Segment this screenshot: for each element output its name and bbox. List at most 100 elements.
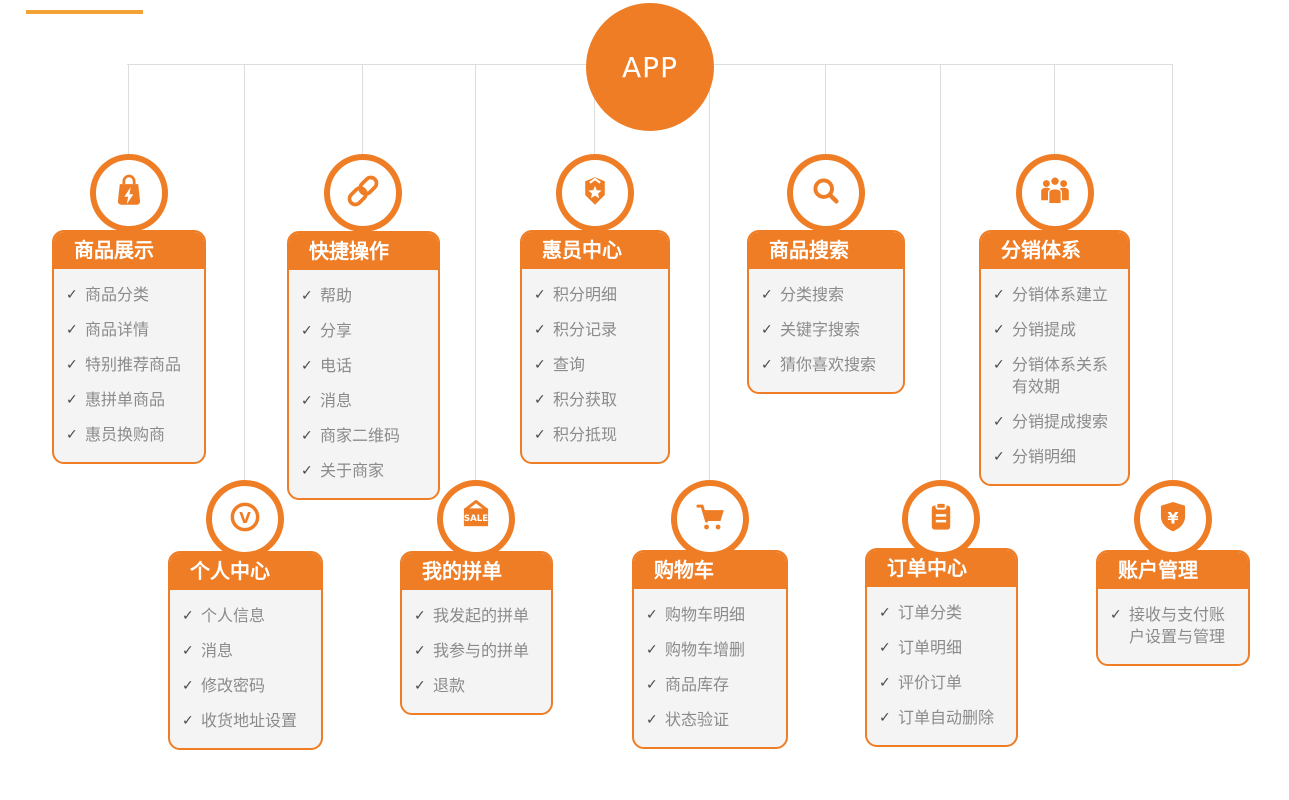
check-icon: ✓ xyxy=(879,674,891,691)
check-icon: ✓ xyxy=(301,287,313,304)
feature-item: ✓关键字搜索 xyxy=(761,312,893,347)
check-icon: ✓ xyxy=(761,356,773,373)
feature-item: ✓积分抵现 xyxy=(534,417,658,452)
feature-item: ✓退款 xyxy=(414,668,541,703)
feature-item: ✓ 分销明细 xyxy=(993,439,1118,474)
feature-item-label: 商家二维码 xyxy=(320,425,401,445)
connector-line-vertical xyxy=(475,64,476,480)
feature-item-label: 订单明细 xyxy=(898,637,963,657)
check-icon: ✓ xyxy=(646,676,658,693)
card-shopping-cart: 购物车✓购物车明细✓购物车增删✓商品库存✓状态验证 xyxy=(632,550,788,749)
feature-item: ✓个人信息 xyxy=(182,598,311,633)
feature-item: ✓ 商家二维码 xyxy=(301,418,428,453)
feature-item: ✓ 惠拼单商品 xyxy=(66,382,194,417)
root-node-label: APP xyxy=(622,50,678,84)
feature-item: ✓积分明细 xyxy=(534,277,658,312)
connector-line-vertical xyxy=(1172,64,1173,480)
feature-item-label: 分销提成搜索 xyxy=(1012,411,1109,431)
people-group-icon xyxy=(1032,168,1078,218)
feature-item-label: 关于商家 xyxy=(320,460,385,480)
icon-circle-product-search xyxy=(787,154,865,232)
feature-item: ✓积分获取 xyxy=(534,382,658,417)
feature-item: ✓电话 xyxy=(301,348,428,383)
feature-list: ✓订单分类✓订单明细✓评价订单✓订单自动删除 xyxy=(867,587,1016,745)
shopping-bag-icon xyxy=(106,168,152,218)
feature-item-label: 积分获取 xyxy=(553,389,618,409)
connector-line-vertical xyxy=(825,64,826,154)
feature-item-label: 帮助 xyxy=(320,285,353,305)
check-icon: ✓ xyxy=(761,286,773,303)
root-node-app: APP xyxy=(586,3,714,131)
connector-line-vertical xyxy=(244,64,245,480)
feature-item: ✓商品详情 xyxy=(66,312,194,347)
feature-item-label: 商品库存 xyxy=(665,674,730,694)
check-icon: ✓ xyxy=(66,391,78,408)
card-product-search: 商品搜索✓分类搜索✓关键字搜索✓猜你喜欢搜索 xyxy=(747,230,905,394)
feature-list: ✓商品分类✓商品详情✓特别推荐商品✓惠拼单商品✓惠员换购商 xyxy=(54,269,204,462)
feature-item: ✓ 帮助 xyxy=(301,278,428,313)
feature-item-label: 消息 xyxy=(201,640,234,660)
check-icon: ✓ xyxy=(301,427,313,444)
feature-item: ✓猜你喜欢搜索 xyxy=(761,347,893,382)
connector-line-vertical xyxy=(594,64,595,154)
icon-circle-distribution-system xyxy=(1016,154,1094,232)
feature-item: ✓收货地址设置 xyxy=(182,703,311,738)
feature-item: ✓评价订单 xyxy=(879,665,1006,700)
check-icon: ✓ xyxy=(301,462,313,479)
feature-item-label: 修改密码 xyxy=(201,675,266,695)
feature-item: ✓ 修改密码 xyxy=(182,668,311,703)
v-badge-icon: V xyxy=(222,494,268,544)
check-icon: ✓ xyxy=(534,321,546,338)
sale-sign-icon: SALE xyxy=(453,494,499,544)
feature-item-label: 我参与的拼单 xyxy=(433,640,530,660)
feature-item-label: 分销体系关系有效期 xyxy=(1012,354,1109,396)
check-icon: ✓ xyxy=(993,448,1005,465)
feature-item-label: 积分记录 xyxy=(553,319,618,339)
shield-yen-icon: ¥ xyxy=(1150,494,1196,544)
connector-line-vertical xyxy=(709,64,710,480)
feature-item-label: 分类搜索 xyxy=(780,284,845,304)
feature-item: ✓我发起的拼单 xyxy=(414,598,541,633)
check-icon: ✓ xyxy=(646,606,658,623)
check-icon: ✓ xyxy=(66,426,78,443)
feature-item: ✓消息 xyxy=(182,633,311,668)
check-icon: ✓ xyxy=(534,426,546,443)
feature-item: ✓商品分类 xyxy=(66,277,194,312)
feature-list: ✓帮助✓分享✓电话✓消息✓商家二维码✓关于商家 xyxy=(289,270,438,498)
feature-item-label: 分销提成 xyxy=(1012,319,1077,339)
feature-item: ✓订单自动删除 xyxy=(879,700,1006,735)
feature-item: ✓订单明细 xyxy=(879,630,1006,665)
feature-list: ✓ 分类搜索 ✓关键字搜索✓猜你喜欢搜索 xyxy=(749,269,903,392)
check-icon: ✓ xyxy=(1110,606,1122,623)
card-distribution-system: 分销体系✓分销体系建立✓分销提成✓分销体系关系有效期✓分销提成搜索✓分销明细 xyxy=(979,230,1130,486)
check-icon: ✓ xyxy=(414,642,426,659)
connector-line-vertical xyxy=(362,64,363,154)
check-icon: ✓ xyxy=(534,286,546,303)
feature-item-label: 特别推荐商品 xyxy=(85,354,182,374)
feature-item: ✓ 分类搜索 xyxy=(761,277,893,312)
check-icon: ✓ xyxy=(879,604,891,621)
feature-item-label: 接收与支付账户设置与管理 xyxy=(1129,604,1226,646)
card-title: 商品展示 xyxy=(54,232,204,269)
card-my-group-orders: 我的拼单✓我发起的拼单✓我参与的拼单✓退款 xyxy=(400,551,553,715)
feature-item-label: 分销明细 xyxy=(1012,446,1077,466)
icon-circle-product-display xyxy=(90,154,168,232)
check-icon: ✓ xyxy=(182,677,194,694)
check-icon: ✓ xyxy=(301,322,313,339)
feature-item: ✓分销体系建立 xyxy=(993,277,1118,312)
feature-item-label: 惠拼单商品 xyxy=(85,389,166,409)
chain-link-icon xyxy=(340,168,386,218)
check-icon: ✓ xyxy=(182,607,194,624)
feature-item-label: 消息 xyxy=(320,390,353,410)
feature-item-label: 查询 xyxy=(553,354,586,374)
shopping-cart-icon xyxy=(687,494,733,544)
feature-item: ✓ 积分记录 xyxy=(534,312,658,347)
icon-circle-shopping-cart xyxy=(671,480,749,558)
feature-item: ✓分销体系关系有效期 xyxy=(993,347,1118,404)
feature-item: ✓订单分类 xyxy=(879,595,1006,630)
feature-list: ✓我发起的拼单 ✓ 我参与的拼单 ✓退款 xyxy=(402,590,551,713)
card-title: 个人中心 xyxy=(170,553,321,590)
feature-list: ✓分销体系建立✓分销提成✓分销体系关系有效期✓分销提成搜索✓分销明细 xyxy=(981,269,1128,484)
feature-item-label: 分销体系建立 xyxy=(1012,284,1109,304)
